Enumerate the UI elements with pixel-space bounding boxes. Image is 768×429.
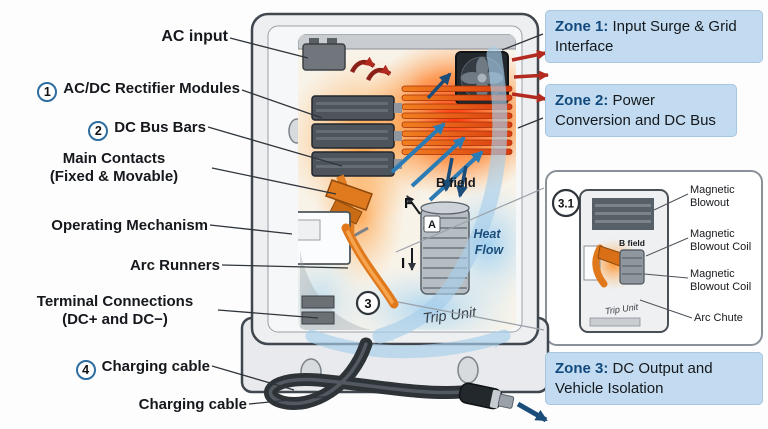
charging-plug	[458, 382, 515, 410]
label-main-contacts: Main Contacts (Fixed & Movable)	[18, 150, 210, 185]
ac-input-connector	[302, 38, 346, 71]
label-text: Arc Runners	[129, 257, 220, 274]
label-ac-input: AC input	[96, 28, 228, 47]
mount-hole	[457, 356, 479, 384]
svg-text:3.1: 3.1	[558, 199, 575, 211]
heat-flow-label-1: Heat	[473, 227, 501, 241]
badge-3: 3	[355, 290, 381, 316]
inset-b-field-label: B field	[619, 238, 645, 248]
leader-lines	[207, 33, 544, 405]
zone-2-text: Power Conversion and DC Bus	[555, 92, 716, 129]
zone-2-box: Zone 2: Power Conversion and DC Bus	[545, 84, 737, 137]
inset-label-magnetic-blowout-coil-2: Magnetic Blowout Coil	[690, 268, 752, 294]
label-text: Operating Mechanism	[51, 217, 208, 234]
label-arc-runners: Arc Runners	[40, 257, 220, 275]
zone-3-text: DC Output and Vehicle Isolation	[555, 360, 713, 397]
badge-3-1: 3.1	[551, 188, 581, 218]
inset-label-magnetic-blowout: Magnetic Blowout	[690, 184, 735, 210]
operating-mechanism	[298, 211, 369, 265]
zone-2-title: Zone 2:	[555, 92, 609, 109]
inset-breaker-drawing: B field Trip Unit 3.1	[395, 187, 693, 333]
zone-1-title: Zone 1:	[555, 18, 609, 35]
rectifier-modules	[311, 95, 402, 177]
force-label: F	[404, 195, 413, 212]
label-charging-cable-4: 4 Charging cable	[18, 358, 210, 380]
label-text: AC input	[161, 28, 228, 45]
badge-1: 1	[37, 82, 58, 102]
label-text: AC/DC Rectifier Modules	[63, 80, 240, 97]
heat-flow-label-2: Flow	[475, 243, 505, 257]
field-arrows	[390, 72, 484, 271]
label-dc-bus-bars: 2 DC Bus Bars	[18, 119, 206, 141]
label-text: Main Contacts (Fixed & Movable)	[49, 150, 179, 185]
ampere-label: A	[423, 215, 441, 233]
inset-label-magnetic-blowout-coil-1: Magnetic Blowout Coil	[690, 228, 752, 254]
label-operating-mechanism: Operating Mechanism	[18, 217, 208, 235]
fan-exhaust-arrows	[511, 49, 549, 103]
zone-3-title: Zone 3:	[555, 360, 609, 377]
label-text: Charging cable	[138, 396, 247, 413]
label-text: DC Bus Bars	[114, 119, 206, 136]
svg-text:A: A	[428, 219, 436, 231]
label-text: Terminal Connections (DC+ and DC−)	[36, 293, 194, 328]
badge-2: 2	[88, 121, 109, 141]
b-field-label: B field	[436, 175, 476, 190]
zone-3-box: Zone 3: DC Output and Vehicle Isolation	[545, 352, 763, 405]
dc-output-arrow	[516, 401, 548, 423]
label-rectifier-modules: 1 AC/DC Rectifier Modules	[18, 80, 240, 102]
trip-unit-label: Trip Unit	[422, 305, 478, 328]
svg-text:3: 3	[364, 296, 371, 311]
current-label: I	[401, 255, 405, 272]
badge-4: 4	[75, 360, 96, 380]
label-text: Charging cable	[101, 358, 210, 375]
label-terminal-connections: Terminal Connections (DC+ and DC−)	[14, 293, 216, 328]
arc-runner	[341, 223, 399, 309]
ac-input-arrows	[349, 56, 392, 82]
inset-trip-unit-label: Trip Unit	[604, 302, 639, 317]
label-charging-cable: Charging cable	[40, 396, 247, 414]
inset-label-arc-chute: Arc Chute	[694, 312, 743, 324]
zone-1-text: Input Surge & Grid Interface	[555, 18, 737, 55]
heatsink-fins	[401, 85, 513, 155]
flow-arrows	[305, 46, 511, 359]
zone-1-box: Zone 1: Input Surge & Grid Interface	[545, 10, 763, 63]
